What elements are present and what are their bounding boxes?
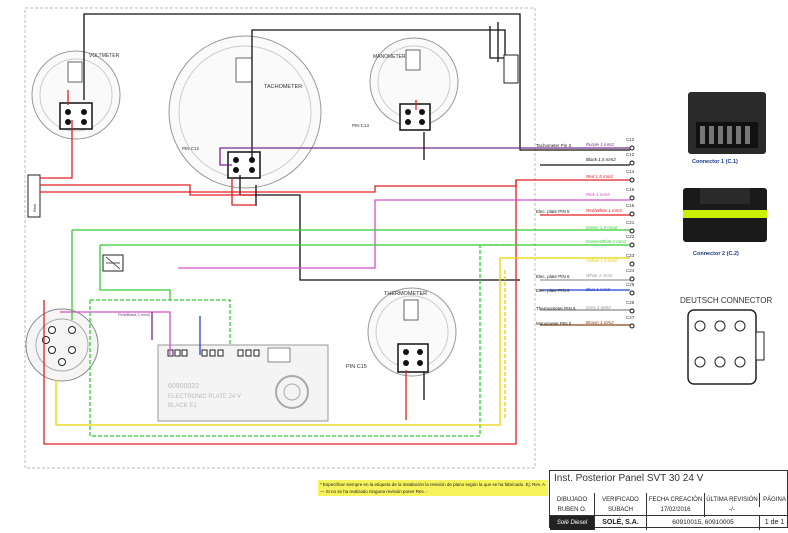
wire-terminal [629, 308, 635, 314]
revision-note: * Especificar siempre en la etiqueta de … [318, 480, 548, 496]
deutsch-label: DEUTSCH CONNECTOR [680, 296, 773, 305]
header-revision: ÚLTIMA REVISIÓN [704, 493, 759, 507]
wire-code: C12 [626, 152, 635, 157]
wire-terminal [629, 276, 635, 282]
wire-code: C15 [626, 187, 635, 192]
wire-terminal [629, 242, 635, 248]
title-block-headers: DIBUJADO VERIFICADO FECHA CREACIÓN ÚLTIM… [550, 493, 788, 507]
connector-2: Connector 2 (C.2) [683, 188, 767, 257]
left-terminal-block: Relé [27, 174, 41, 218]
wire-destination: Manometer PIN 5 [536, 321, 572, 326]
connector-1-label: Connector 1 (C.1) [692, 159, 738, 165]
wire-code: C22 [626, 234, 635, 239]
wire-code: C14 [626, 169, 635, 174]
wire-code: C26 [626, 300, 635, 305]
wiring [40, 13, 630, 445]
top-connector [503, 54, 519, 84]
voltmeter-label: VOLTMETER [89, 53, 120, 59]
wire-destination: Thermometer PIN 5 [536, 306, 576, 311]
wire-terminal [629, 177, 635, 183]
header-drawn: DIBUJADO [556, 497, 588, 503]
thermometer-gauge: THERMOMETER PIN C15 [346, 287, 457, 377]
thermo-pin-label: PIN C15 [346, 364, 367, 370]
drawing-refs: 60910015, 60910005 [646, 516, 759, 530]
mano-pin-label: PIN C13 [352, 123, 370, 128]
wire-label: Yellow 1,5 mm2 [586, 258, 618, 263]
wire-destination: Elec. plate PIN 6 [536, 274, 570, 279]
tacho-pin-label: PIN C12 [182, 146, 200, 151]
wire-label: Purple 1 mm2 [586, 142, 615, 147]
electronic-plate: 60900022 ELECTRONIC PLATE 24 V BLACK E1 [157, 344, 329, 422]
wire-destination: Tachometer Pin 3 [536, 143, 572, 148]
side-note-label: Pink/Black 1 mm2 [118, 312, 151, 317]
wire-terminal [629, 145, 635, 151]
wire-label: Pink 1 mm2 [586, 192, 610, 197]
tachometer-gauge: TACHOMETER PIN C12 [168, 35, 322, 189]
tachometer-label: TACHOMETER [264, 84, 302, 90]
thermometer-label: THERMOMETER [384, 291, 427, 297]
wire-destination: Elec. plate PIN 6 [536, 288, 570, 293]
company-name: SOLÉ, S.A. [594, 516, 646, 530]
wire-code: C23 [626, 253, 635, 258]
ignition-switch [25, 308, 99, 382]
manometer-label: MANOMETER [373, 54, 406, 60]
title-block-footer: Solé Diesel SOLÉ, S.A. 60910015, 6091000… [550, 515, 788, 530]
wire-terminal [629, 228, 635, 234]
wire-terminal [629, 261, 635, 267]
value-drawn: RUBEN O. [557, 507, 587, 513]
plate-model: BLACK E1 [168, 403, 197, 409]
wire-code: C27 [626, 315, 635, 320]
manometer-gauge: MANOMETER PIN C13 [352, 37, 459, 131]
wire-label: Green 1,5 mm2 [586, 225, 618, 230]
plate-name: ELECTRONIC PLATE 24 V [168, 394, 241, 400]
wire-label: Red 1,5 mm2 [586, 174, 614, 179]
wire-terminal [629, 323, 635, 329]
page-number: 1 de 1 [759, 516, 788, 530]
wire-destination: Elec. plate PIN 5 [536, 209, 570, 214]
header-page: PÁGINA [759, 493, 788, 507]
wire-label: White 1 mm2 [586, 273, 613, 278]
wire-label: Brown 1 mm2 [586, 320, 614, 325]
title-block-values: RUBEN O. SUBACH 17/02/2016 -/- [550, 503, 788, 517]
wire-code: C21 [626, 220, 635, 225]
left-block-label: Relé [32, 203, 37, 212]
plate-code: 60900022 [168, 383, 199, 390]
wire-code: C16 [626, 203, 635, 208]
wire-code: C25 [626, 282, 635, 287]
wire-code: C12 [626, 137, 635, 142]
wire-terminal [629, 160, 635, 166]
value-created: 17/02/2016 [646, 503, 704, 517]
wire-code: C24 [626, 268, 635, 273]
wire-terminal [629, 211, 635, 217]
connector-2-label: Connector 2 (C.2) [693, 251, 739, 257]
wire-label: Red/White 1 mm2 [586, 208, 623, 213]
value-verified: SUBACH [594, 503, 646, 517]
connector-1: Connector 1 (C.1) [688, 92, 766, 165]
value-revision: -/- [704, 503, 759, 517]
wire-terminal [629, 290, 635, 296]
header-created: FECHA CREACIÓN [646, 493, 704, 507]
wire-label: Green/White 1 mm2 [586, 239, 627, 244]
wire-label: Blue 1 mm2 [586, 287, 611, 292]
deutsch-connector: DEUTSCH CONNECTOR [680, 296, 773, 385]
header-verified: VERIFICADO [594, 493, 646, 507]
wire-label: Grey 1 mm2 [586, 305, 611, 310]
relay [102, 254, 124, 272]
wire-terminal [629, 195, 635, 201]
company-logo: Solé Diesel [550, 516, 594, 530]
drawing-title: Inst. Posterior Panel SVT 30 24 V [554, 473, 704, 484]
title-block: Inst. Posterior Panel SVT 30 24 V DIBUJA… [549, 470, 788, 530]
voltmeter-gauge: VOLTMETER [31, 50, 121, 140]
panel-boundary [24, 7, 536, 469]
wire-label: Black 1,5 mm2 [586, 157, 616, 162]
